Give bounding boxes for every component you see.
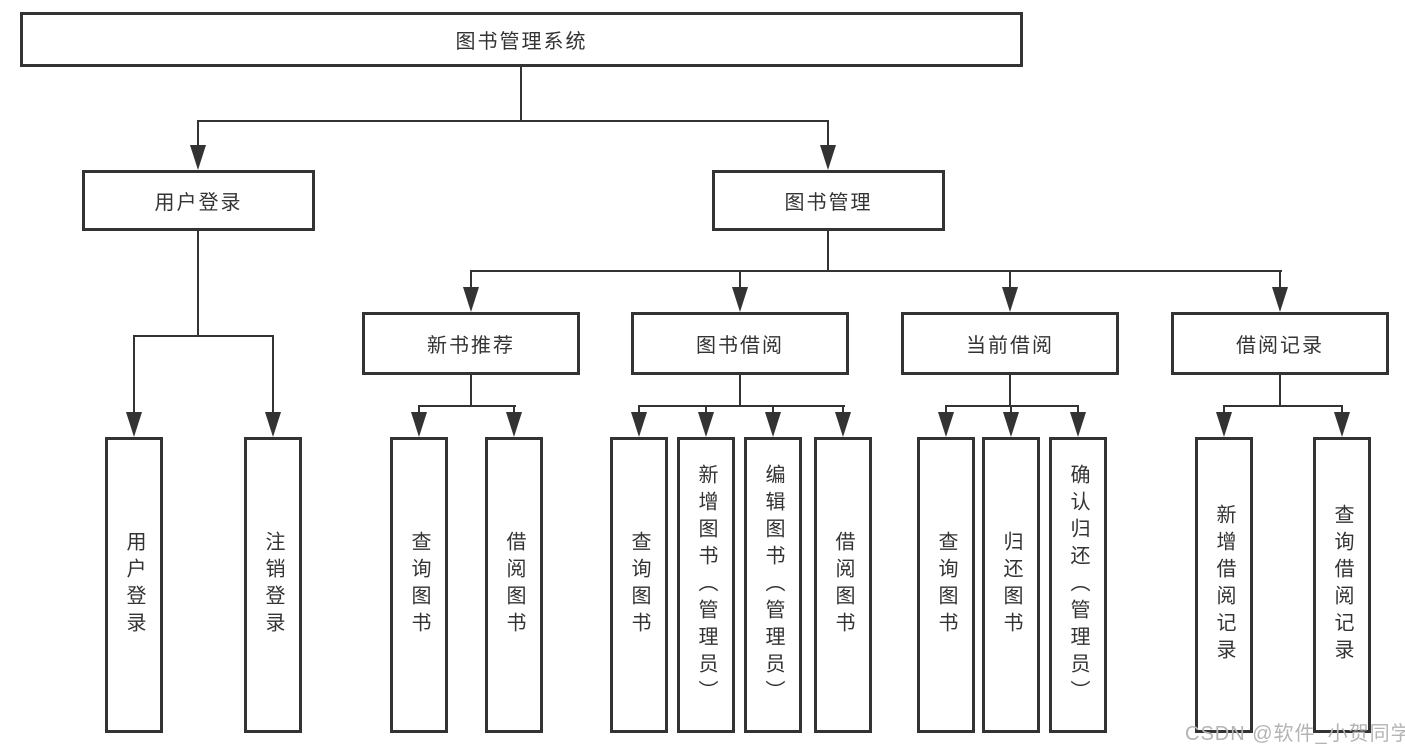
arrowhead-g3-2 — [698, 412, 714, 437]
connector-drop-book-mgmt — [827, 120, 829, 146]
node-new-book-rec: 新书推荐 — [362, 312, 580, 375]
arrowhead-g3-4 — [835, 412, 851, 437]
connector-new-rec-trunk — [470, 375, 472, 407]
connector-root-bus — [197, 120, 829, 122]
connector-current-bus — [945, 405, 1079, 407]
leaf-rec-query-books-label: 查询图书 — [408, 531, 430, 639]
leaf-cur-return-books: 归还图书 — [982, 437, 1040, 733]
leaf-cur-query-books: 查询图书 — [917, 437, 975, 733]
connector-root-trunk — [520, 67, 522, 120]
node-current-borrowing: 当前借阅 — [901, 312, 1119, 375]
arrowhead-g4-1 — [938, 412, 954, 437]
arrowhead-book-mgmt — [820, 145, 836, 170]
node-book-mgmt: 图书管理 — [712, 170, 945, 231]
connector-current-trunk — [1009, 375, 1011, 407]
connector-new-rec-bus — [418, 405, 516, 407]
leaf-cur-confirm-return-admin-label: 确认归还（管理员） — [1067, 463, 1089, 707]
connector-drop-g2-2 — [513, 405, 515, 414]
leaf-cur-query-books-label: 查询图书 — [935, 531, 957, 639]
connector-drop-g5-2 — [1341, 405, 1343, 414]
leaf-rec-borrow-books-label: 借阅图书 — [503, 531, 525, 639]
connector-drop-g3-1 — [638, 405, 640, 414]
connector-drop-borrowing — [739, 270, 741, 289]
connector-drop-leaf-logout — [272, 335, 274, 413]
leaf-bor-edit-books-admin: 编辑图书（管理员） — [744, 437, 802, 733]
node-root: 图书管理系统 — [20, 12, 1023, 67]
arrowhead-user-login — [190, 145, 206, 170]
arrowhead-g2-1 — [411, 412, 427, 437]
leaf-rec-query-record: 查询借阅记录 — [1313, 437, 1371, 733]
connector-drop-g4-1 — [945, 405, 947, 414]
connector-drop-g4-2 — [1010, 405, 1012, 414]
connector-user-login-trunk — [197, 231, 199, 337]
arrowhead-g3-3 — [765, 412, 781, 437]
connector-drop-current — [1009, 270, 1011, 289]
connector-user-login-bus — [133, 335, 274, 337]
connector-drop-g2-1 — [418, 405, 420, 414]
node-new-book-rec-label: 新书推荐 — [427, 335, 515, 357]
leaf-bor-add-books-admin-label: 新增图书（管理员） — [695, 463, 717, 707]
node-borrowing-records-label: 借阅记录 — [1236, 335, 1324, 357]
leaf-bor-edit-books-admin-label: 编辑图书（管理员） — [762, 463, 784, 707]
leaf-cur-confirm-return-admin: 确认归还（管理员） — [1049, 437, 1107, 733]
arrowhead-g3-1 — [631, 412, 647, 437]
leaf-logout: 注销登录 — [244, 437, 302, 733]
connector-borrowing-trunk — [739, 375, 741, 407]
leaf-bor-borrow-books-label: 借阅图书 — [832, 531, 854, 639]
connector-drop-records — [1279, 270, 1281, 289]
leaf-rec-query-books: 查询图书 — [390, 437, 448, 733]
arrowhead-leaf-logout — [265, 412, 281, 437]
connector-drop-g3-2 — [705, 405, 707, 414]
arrowhead-g2-2 — [506, 412, 522, 437]
connector-drop-g3-3 — [772, 405, 774, 414]
connector-book-mgmt-bus — [470, 270, 1282, 272]
connector-drop-leaf-login — [133, 335, 135, 413]
arrowhead-g5-1 — [1216, 412, 1232, 437]
node-current-borrowing-label: 当前借阅 — [966, 335, 1054, 357]
arrowhead-g4-3 — [1070, 412, 1086, 437]
leaf-rec-query-record-label: 查询借阅记录 — [1331, 504, 1353, 666]
csdn-watermark: CSDN @软件_小贺同学 — [1185, 723, 1405, 745]
leaf-rec-add-record: 新增借阅记录 — [1195, 437, 1253, 733]
leaf-cur-return-books-label: 归还图书 — [1000, 531, 1022, 639]
leaf-rec-add-record-label: 新增借阅记录 — [1213, 504, 1235, 666]
leaf-bor-borrow-books: 借阅图书 — [814, 437, 872, 733]
node-book-borrowing: 图书借阅 — [631, 312, 849, 375]
connector-records-trunk — [1279, 375, 1281, 407]
connector-drop-user-login — [197, 120, 199, 146]
node-book-mgmt-label: 图书管理 — [784, 192, 873, 214]
connector-drop-g4-3 — [1077, 405, 1079, 414]
node-user-login: 用户登录 — [82, 170, 315, 231]
leaf-rec-borrow-books: 借阅图书 — [485, 437, 543, 733]
node-borrowing-records: 借阅记录 — [1171, 312, 1389, 375]
arrowhead-records — [1272, 287, 1288, 312]
leaf-bor-query-books: 查询图书 — [610, 437, 668, 733]
connector-book-mgmt-trunk — [827, 231, 829, 272]
connector-drop-g5-1 — [1223, 405, 1225, 414]
leaf-user-login: 用户登录 — [105, 437, 163, 733]
arrowhead-current — [1002, 287, 1018, 312]
arrowhead-new-rec — [463, 287, 479, 312]
leaf-bor-query-books-label: 查询图书 — [628, 531, 650, 639]
connector-drop-g3-4 — [842, 405, 844, 414]
node-book-borrowing-label: 图书借阅 — [696, 335, 784, 357]
connector-records-bus — [1223, 405, 1343, 407]
node-root-label: 图书管理系统 — [455, 31, 588, 53]
node-user-login-label: 用户登录 — [154, 192, 243, 214]
leaf-logout-label: 注销登录 — [262, 531, 284, 639]
arrowhead-leaf-login — [126, 412, 142, 437]
arrowhead-borrowing — [732, 287, 748, 312]
connector-borrowing-bus — [638, 405, 845, 407]
arrowhead-g5-2 — [1334, 412, 1350, 437]
leaf-bor-add-books-admin: 新增图书（管理员） — [677, 437, 735, 733]
connector-drop-new-rec — [470, 270, 472, 289]
arrowhead-g4-2 — [1003, 412, 1019, 437]
leaf-user-login-label: 用户登录 — [123, 531, 145, 639]
